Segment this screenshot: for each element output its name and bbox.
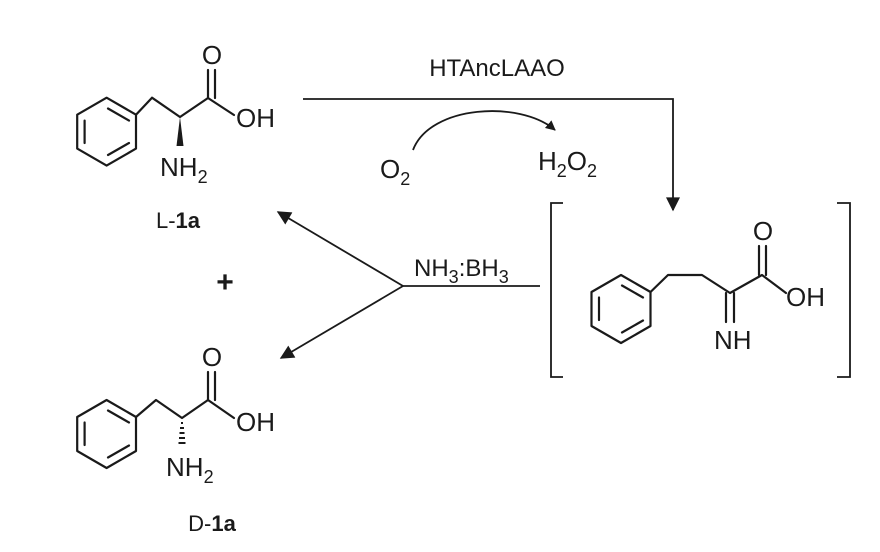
hashed-bond: [178, 422, 186, 444]
d-amine-label: NH2: [166, 452, 214, 487]
right-bracket: [837, 202, 851, 378]
d-phenylalanine-structure: O OH NH2: [76, 342, 275, 487]
wedge-bond: [176, 117, 184, 146]
l-oxo-label: O: [202, 40, 222, 70]
enzyme-label: HTAncLAAO: [429, 55, 565, 82]
hydrogen-peroxide-label: H2O2: [538, 146, 597, 181]
intermediate-imine-label: NH: [714, 325, 752, 355]
oxidation-arrow: [303, 98, 680, 212]
l-phenylalanine-structure: O OH NH2: [76, 40, 275, 187]
compound-label-l-1a: L-1a: [156, 208, 201, 233]
d-oxo-label: O: [202, 342, 222, 372]
intermediate-oxo-label: O: [753, 216, 773, 246]
arrow-to-d-product: [279, 285, 404, 359]
intermediate-hydroxyl-label: OH: [786, 282, 825, 312]
left-bracket: [550, 202, 563, 378]
arrow-to-l-product: [276, 211, 404, 287]
d-hydroxyl-label: OH: [236, 407, 275, 437]
reductant-label: NH3:BH3: [414, 255, 509, 287]
cofactor-curved-arrow: [412, 110, 556, 151]
l-hydroxyl-label: OH: [236, 103, 275, 133]
plus-sign: +: [216, 266, 234, 299]
compound-label-d-1a: D-1a: [188, 511, 236, 536]
l-amine-label: NH2: [160, 152, 208, 187]
imine-intermediate-structure: O OH NH: [550, 202, 851, 378]
oxygen-label: O2: [380, 154, 410, 189]
